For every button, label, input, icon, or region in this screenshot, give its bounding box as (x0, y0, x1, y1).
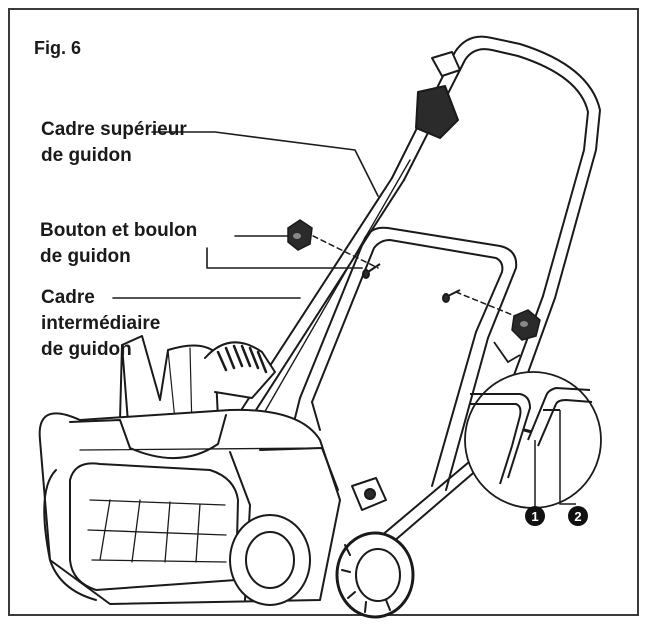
label-upper-frame-line1: Cadre supérieur (41, 119, 187, 140)
label-middle-frame-line1: Cadre (41, 287, 95, 308)
switch-box (415, 85, 459, 139)
rear-wheel (335, 531, 415, 619)
label-knob-bolt-line2: de guidon (40, 246, 131, 267)
callout-1: 1 (525, 506, 545, 526)
callout-2: 2 (568, 506, 588, 526)
figure-label: Fig. 6 (34, 38, 82, 58)
label-knob-bolt-line1: Bouton et boulon (40, 220, 198, 241)
callout-2-text: 2 (574, 509, 581, 524)
callout-1-text: 1 (531, 509, 538, 524)
middle-frame (299, 226, 518, 399)
handle-knob-icon-right (511, 309, 541, 341)
detail-magnifier-circle (464, 341, 602, 509)
auger-opening (69, 462, 239, 591)
handle-knob-icon (287, 219, 313, 251)
label-middle-frame-line2: intermédiaire (41, 313, 161, 334)
label-middle-frame-line3: de guidon (41, 339, 132, 360)
label-upper-frame-line2: de guidon (41, 145, 132, 166)
bolt-icon (362, 263, 461, 303)
upper-handle-loop (391, 35, 601, 299)
